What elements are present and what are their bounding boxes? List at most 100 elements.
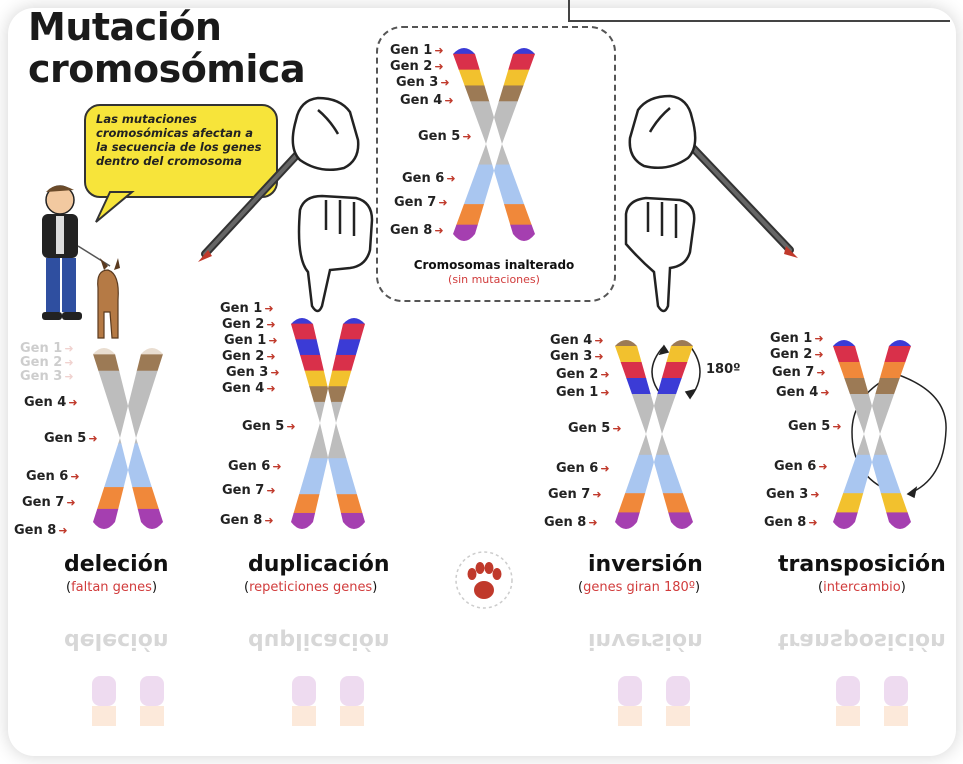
arrow-icon: ➜ <box>600 386 610 399</box>
reflection-band <box>92 706 116 726</box>
gene-label: Gen 5➜ <box>242 420 296 434</box>
gene-label: Gen 2➜ <box>556 368 610 382</box>
deleted-gene-label: Gen 3➜ <box>20 370 74 384</box>
arrow-icon: ➜ <box>286 420 296 433</box>
gene-label-text: Gen 3 <box>20 369 63 384</box>
arrow-icon: ➜ <box>438 196 448 209</box>
gene-band <box>615 362 693 379</box>
arrow-icon: ➜ <box>88 432 98 445</box>
speech-bubble <box>84 104 278 198</box>
gene-band <box>93 508 163 529</box>
gene-label-text: Gen 7 <box>772 365 815 380</box>
gene-label-text: Gen 5 <box>788 419 831 434</box>
bubble-tail <box>95 191 135 223</box>
center-gene-label: Gen 7➜ <box>394 196 448 210</box>
arrow-icon: ➜ <box>66 496 76 509</box>
gene-label-text: Gen 1 <box>556 385 599 400</box>
gene-label: Gen 3➜ <box>550 350 604 364</box>
deleted-gene-label: Gen 2➜ <box>20 356 74 370</box>
gene-label-text: Gen 1 <box>770 331 813 346</box>
arrow-icon: ➜ <box>266 484 276 497</box>
gene-band <box>453 204 535 226</box>
unaltered-chromosome-box <box>376 26 616 302</box>
center-gene-label: Gen 1➜ <box>390 44 444 58</box>
gene-label-text: Gen 3 <box>550 349 593 364</box>
gene-label-text: Gen 1 <box>390 43 433 58</box>
reflection-band <box>340 676 364 706</box>
gene-label-text: Gen 3 <box>766 487 809 502</box>
speech-bubble-text: Las mutaciones cromosómicas afectan a la… <box>96 112 262 168</box>
gene-label-text: Gen 2 <box>556 367 599 382</box>
center-gene-label: Gen 3➜ <box>396 76 450 90</box>
arrow-icon: ➜ <box>820 386 830 399</box>
arrow-icon: ➜ <box>600 368 610 381</box>
arrow-icon: ➜ <box>444 94 454 107</box>
gene-band <box>291 386 365 403</box>
gene-label-text: Gen 4 <box>550 333 593 348</box>
gene-label: Gen 4➜ <box>776 386 830 400</box>
paw-logo-icon <box>455 551 513 609</box>
center-subcaption: (sin mutaciones) <box>448 273 540 286</box>
gene-label-text: Gen 5 <box>568 421 611 436</box>
subcaption-text: intercambio <box>823 580 901 595</box>
gene-label-text: Gen 4 <box>222 381 265 396</box>
reflection-duplicacion: duplicación <box>248 628 390 653</box>
caption-duplicacion: duplicación <box>248 552 390 577</box>
gene-label-text: Gen 6 <box>402 171 445 186</box>
arrow-icon: ➜ <box>264 302 274 315</box>
paren-open: ( <box>578 580 584 595</box>
paren-close: ) <box>372 580 378 595</box>
reflection-band <box>618 676 642 706</box>
pointing-hand-icon <box>297 194 374 313</box>
gene-label: Gen 8➜ <box>544 516 598 530</box>
paren-close: ) <box>151 580 158 595</box>
gene-label-text: Gen 6 <box>774 459 817 474</box>
reflection-band <box>292 706 316 726</box>
gene-band <box>93 443 163 488</box>
arrow-icon: ➜ <box>434 224 444 237</box>
arrow-icon: ➜ <box>434 44 444 57</box>
center-gene-label: Gen 8➜ <box>390 224 444 238</box>
gene-band <box>93 354 163 372</box>
gene-label: Gen 4➜ <box>24 396 78 410</box>
caption-transposicion: transposición <box>778 552 946 577</box>
gene-label-text: Gen 5 <box>242 419 285 434</box>
arrow-icon: ➜ <box>58 524 68 537</box>
reflection-chromosome <box>292 676 364 726</box>
gene-band <box>93 487 163 510</box>
gene-label-text: Gen 8 <box>390 223 433 238</box>
gene-label: Gen 6➜ <box>26 470 80 484</box>
arrow-icon: ➜ <box>588 516 598 529</box>
arrow-icon: ➜ <box>832 420 842 433</box>
reflection-chromosome <box>92 676 164 726</box>
gene-label-text: Gen 7 <box>222 483 265 498</box>
reflection-transposicion: transposición <box>778 628 946 653</box>
arrow-icon: ➜ <box>612 422 622 435</box>
arrow-icon: ➜ <box>814 348 824 361</box>
gene-band <box>833 362 911 379</box>
arrow-icon: ➜ <box>592 488 602 501</box>
arrow-icon: ➜ <box>446 172 456 185</box>
gene-band <box>833 340 911 347</box>
arrow-icon: ➜ <box>68 396 78 409</box>
arrow-icon: ➜ <box>440 76 450 89</box>
gene-label-text: Gen 6 <box>26 469 69 484</box>
gene-label-text: Gen 4 <box>24 395 67 410</box>
arrow-icon: ➜ <box>70 470 80 483</box>
gene-band <box>453 53 535 71</box>
pointing-hand-icon <box>291 96 360 171</box>
gene-label-text: Gen 8 <box>220 513 263 528</box>
deleted-gene-label: Gen 1➜ <box>20 342 74 356</box>
subcaption-transposicion: (intercambio) <box>818 580 906 595</box>
gene-label-text: Gen 3 <box>226 365 269 380</box>
center-gene-label: Gen 5➜ <box>418 130 472 144</box>
reflection-band <box>836 706 860 726</box>
title-line-2: cromosómica <box>28 47 306 91</box>
gene-label: Gen 5➜ <box>788 420 842 434</box>
gene-label-text: Gen 7 <box>22 495 65 510</box>
gene-label: Gen 7➜ <box>22 496 76 510</box>
gene-label-text: Gen 5 <box>44 431 87 446</box>
arrow-icon: ➜ <box>64 356 74 369</box>
rotation-label: 180º <box>706 362 741 377</box>
